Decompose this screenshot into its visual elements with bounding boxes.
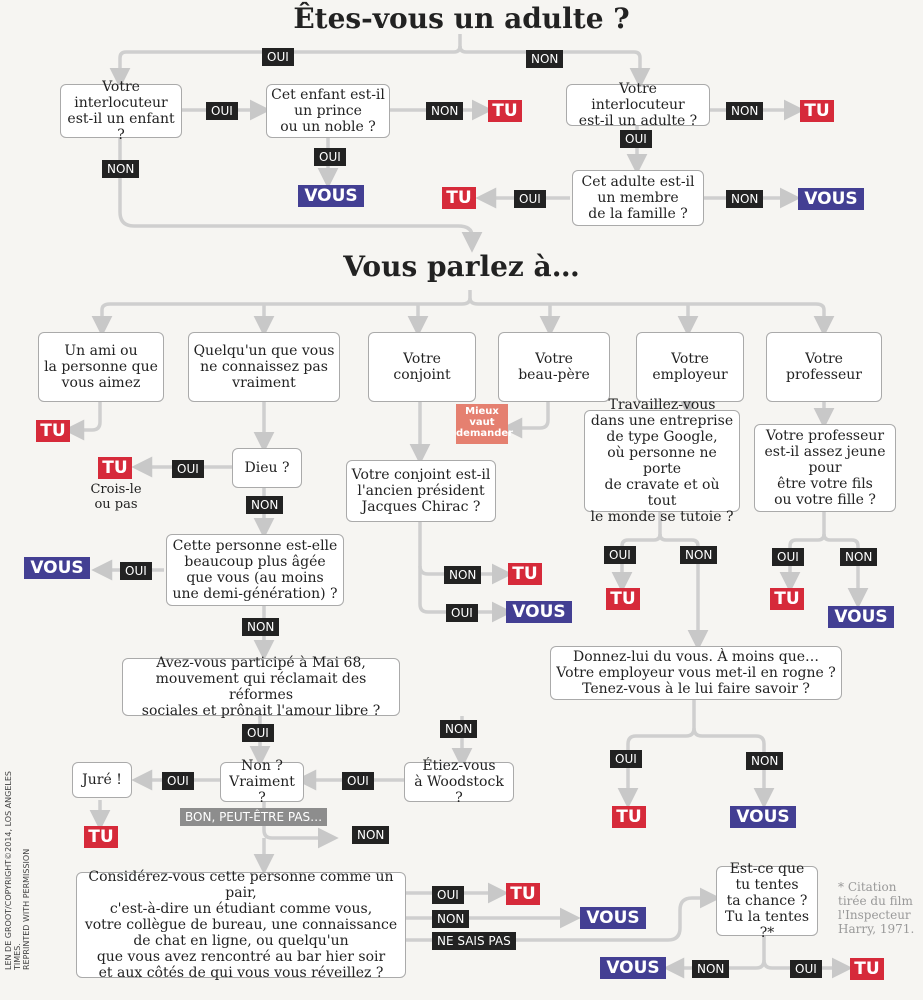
- outcome-tu-pair: TU: [506, 883, 540, 905]
- category-employeur: Votre employeur: [636, 332, 744, 402]
- tag-oui-vraiment: OUI: [162, 772, 194, 790]
- tag-oui-donnez: OUI: [610, 750, 642, 768]
- tag-oui-prince: OUI: [314, 148, 346, 166]
- main-title: Êtes-vous un adulte ?: [293, 2, 630, 35]
- outcome-tu-jure: TU: [84, 826, 118, 848]
- tag-non-interlocuteur: NON: [726, 102, 764, 120]
- tag-ne-sais-pas: NE SAIS PAS: [432, 932, 516, 950]
- tag-non-agee: NON: [242, 618, 280, 636]
- tag-oui-woodstock: OUI: [342, 772, 374, 790]
- question-mai68: Avez-vous participé à Mai 68, mouvement …: [122, 655, 400, 719]
- tag-oui-interlocuteur: OUI: [620, 130, 652, 148]
- tag-oui-google: OUI: [604, 546, 636, 564]
- category-professeur: Votre professeur: [766, 332, 882, 402]
- tag-oui-mai68: OUI: [242, 724, 274, 742]
- outcome-vous-prince: VOUS: [298, 185, 364, 207]
- tag-non-dieu: NON: [246, 496, 284, 514]
- outcome-tu-famille: TU: [442, 187, 476, 209]
- outcome-vous-prof: VOUS: [828, 606, 894, 628]
- outcome-tu-google: TU: [606, 588, 640, 610]
- question-vraiment: Non ? Vraiment ?: [220, 758, 304, 806]
- outcome-vous-famille: VOUS: [798, 188, 864, 210]
- tag-oui-chance: OUI: [790, 960, 822, 978]
- question-pair: Considérez-vous cette personne comme un …: [76, 869, 406, 981]
- question-prof-jeune: Votre professeur est-il assez jeune pour…: [754, 424, 896, 512]
- outcome-vous-agee: VOUS: [24, 557, 90, 579]
- category-inconnu: Quelqu'un que vous ne connaissez pas vra…: [188, 332, 340, 402]
- footnote: * Citation tirée du film l'Inspecteur Ha…: [838, 880, 915, 936]
- question-interlocuteur-enfant: Votre interlocuteur est-il un enfant ?: [60, 79, 182, 143]
- tag-non-google: NON: [680, 546, 718, 564]
- question-prince: Cet enfant est-il un prince ou un noble …: [266, 84, 390, 138]
- question-google: Travaillez-vous dans une entreprise de t…: [584, 397, 740, 525]
- outcome-vous-donnez: VOUS: [730, 806, 796, 828]
- outcome-tu-chance: TU: [850, 958, 884, 980]
- tag-non-pair: NON: [432, 910, 470, 928]
- outcome-vous-chance: VOUS: [600, 957, 666, 979]
- tag-non-enfant: NON: [102, 160, 140, 178]
- tag-oui-dieu: OUI: [172, 460, 204, 478]
- tag-non-chirac: NON: [444, 566, 482, 584]
- tag-non-adulte: NON: [526, 50, 564, 68]
- tag-oui-pair: OUI: [432, 886, 464, 904]
- outcome-tu-dieu: TU: [98, 457, 132, 479]
- tag-bon-peut-etre-pas: BON, PEUT-ÊTRE PAS…: [180, 808, 328, 826]
- outcome-tu-ami: TU: [36, 420, 70, 442]
- tag-non-prof: NON: [840, 548, 878, 566]
- question-woodstock: Étiez-vous à Woodstock ?: [404, 758, 514, 806]
- outcome-vous-pair: VOUS: [580, 907, 646, 929]
- label-jure: Juré !: [72, 762, 132, 798]
- tag-non-donnez: NON: [746, 752, 784, 770]
- outcome-tu-prince: TU: [488, 100, 522, 122]
- tag-oui-famille: OUI: [514, 190, 546, 208]
- category-beau-pere: Votre beau-père: [498, 332, 610, 402]
- tag-non-famille: NON: [726, 190, 764, 208]
- question-interlocuteur-adulte: Votre interlocuteur est-il un adulte ?: [566, 81, 710, 129]
- tag-oui-agee: OUI: [120, 562, 152, 580]
- tag-non-prince: NON: [426, 102, 464, 120]
- question-dieu: Dieu ?: [232, 448, 302, 488]
- question-chance: Est-ce que tu tentes ta chance ? Tu la t…: [716, 861, 818, 941]
- outcome-tu-prof: TU: [770, 588, 804, 610]
- outcome-tu-chirac: TU: [508, 563, 542, 585]
- outcome-vous-chirac: VOUS: [506, 601, 572, 623]
- tag-oui-prof: OUI: [772, 548, 804, 566]
- tag-oui-chirac: OUI: [446, 604, 478, 622]
- tag-oui-adulte: OUI: [262, 48, 294, 66]
- label-crois-le: Crois-le ou pas: [90, 482, 142, 512]
- category-ami: Un ami ou la personne que vous aimez: [38, 332, 164, 402]
- tag-non-woodstock: NON: [352, 826, 390, 844]
- section-title: Vous parlez à…: [343, 250, 580, 283]
- copyright-credit: LEN DE GROOT/COPYRIGHT©2014, LOS ANGELES…: [4, 770, 31, 970]
- question-chirac: Votre conjoint est-il l'ancien président…: [346, 460, 496, 522]
- question-famille: Cet adulte est-il un membre de la famill…: [572, 170, 704, 226]
- tag-non-mai68: NON: [440, 720, 478, 738]
- outcome-tu-interlocuteur: TU: [800, 100, 834, 122]
- outcome-tu-donnez: TU: [612, 806, 646, 828]
- category-conjoint: Votre conjoint: [368, 332, 476, 402]
- question-donnez: Donnez-lui du vous. À moins que… Votre e…: [550, 646, 842, 700]
- label-mieux-vaut-demander: Mieux vaut demander: [456, 404, 513, 444]
- tag-non-chance: NON: [692, 960, 730, 978]
- question-agee: Cette personne est-elle beaucoup plus âg…: [166, 534, 344, 606]
- tag-oui-enfant: OUI: [206, 102, 238, 120]
